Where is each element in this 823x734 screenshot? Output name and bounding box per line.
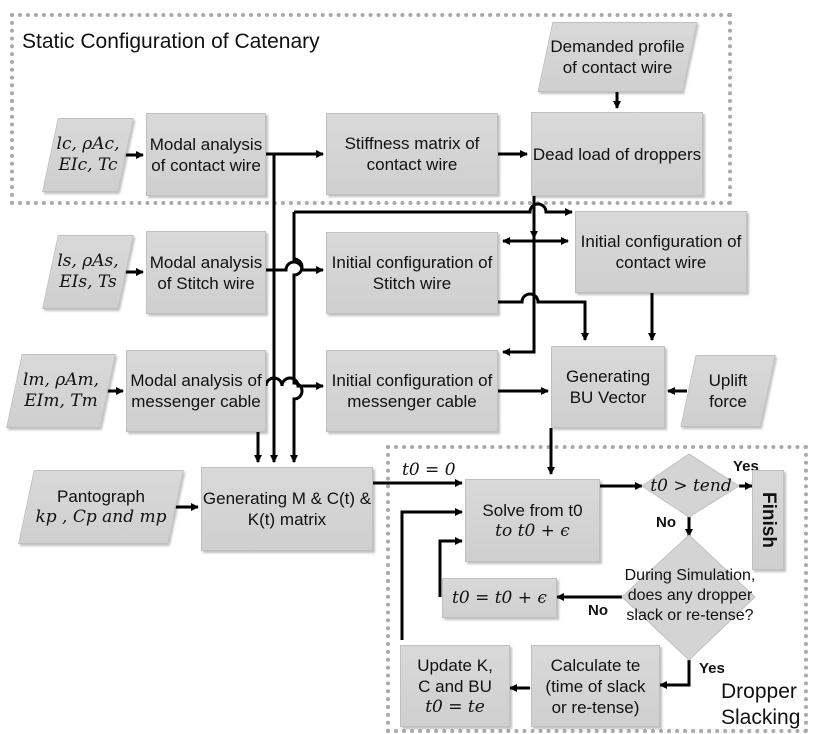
static-configuration-title: Static Configuration of Catenary	[22, 30, 320, 53]
dropper-slacking-region	[386, 445, 808, 733]
init-stitch-label: Initial configuration of Stitch wire	[331, 253, 493, 293]
pantograph-line1: Pantograph	[57, 487, 145, 506]
contact-params-line1: lc, ρAc,	[56, 134, 120, 154]
no-label-1: No	[656, 514, 676, 531]
dropper-slacking-title-line2: Slacking	[721, 706, 801, 729]
update-line1: Update K,	[417, 655, 493, 675]
no-label-2: No	[588, 602, 608, 619]
update-kcbu-box: Update K, C and BU t0 = te	[400, 645, 510, 727]
stiffness-label: Stiffness matrix of contact wire	[344, 134, 480, 174]
messenger-params-line1: lm, ρAm,	[22, 370, 100, 390]
messenger-params-line2: EIm, Tm	[24, 391, 98, 411]
modal-analysis-messenger-box: Modal analysis of messenger cable	[126, 350, 266, 432]
time-step-box: t0 = t0 + ϵ	[442, 578, 557, 618]
time-step-label: t0 = t0 + ϵ	[452, 587, 547, 608]
init-config-messenger-box: Initial configuration of messenger cable	[326, 350, 498, 432]
uplift-force-label: Uplift force	[708, 371, 748, 411]
modal-contact-label: Modal analysis of contact wire	[149, 134, 263, 175]
contact-params-line2: EIc, Tc	[58, 155, 118, 175]
t0-init-label: t0 = 0	[402, 460, 456, 480]
update-line2: C and BU	[418, 676, 492, 696]
modal-stitch-label: Modal analysis of Stitch wire	[149, 252, 263, 293]
stitch-params-line1: ls, ρAs,	[57, 251, 119, 271]
dead-load-label: Dead load of droppers	[532, 144, 702, 164]
modal-analysis-contact-box: Modal analysis of contact wire	[146, 113, 266, 196]
finish-box: Finish	[752, 470, 784, 570]
finish-label: Finish	[758, 492, 779, 548]
solve-line2: to t0 + ϵ	[495, 520, 570, 541]
generating-bu-vector-box: Generating BU Vector	[551, 346, 665, 428]
yes-label-2: Yes	[699, 660, 725, 677]
slack-question-label: During Simulation, does any dropper slac…	[624, 567, 756, 624]
messenger-cable-params-input: lm, ρAm, EIm, Tm	[6, 354, 116, 428]
modal-messenger-label: Modal analysis of messenger cable	[130, 371, 262, 411]
update-line3: t0 = te	[425, 696, 485, 717]
init-contact-label: Initial configuration of contact wire	[580, 232, 742, 272]
solve-box: Solve from t0 to t0 + ϵ	[465, 479, 600, 562]
pantograph-params-input: Pantograph kp , Cp and mp	[18, 470, 184, 544]
calc-line1: Calculate te	[550, 655, 641, 675]
modal-analysis-stitch-box: Modal analysis of Stitch wire	[146, 231, 266, 314]
gen-bu-label: Generating BU Vector	[565, 367, 651, 407]
generating-matrix-box: Generating M & C(t) & K(t) matrix	[201, 467, 373, 551]
init-config-contact-box: Initial configuration of contact wire	[575, 211, 747, 293]
demanded-profile-input: Demanded profile of contact wire	[537, 22, 698, 92]
t-end-label: t0 > tend	[650, 475, 732, 496]
gen-matrix-label: Generating M & C(t) & K(t) matrix	[202, 489, 372, 529]
init-messenger-label: Initial configuration of messenger cable	[331, 371, 493, 411]
stiffness-matrix-box: Stiffness matrix of contact wire	[326, 113, 498, 195]
static-configuration-region	[10, 13, 732, 205]
demanded-profile-label: Demanded profile of contact wire	[550, 37, 685, 77]
t-end-decision: t0 > tend	[646, 474, 736, 498]
calc-line3: or re-tense)	[551, 697, 640, 717]
calculate-te-box: Calculate te (time of slack or re-tense)	[531, 645, 660, 727]
dropper-slacking-title-line1: Dropper	[721, 680, 797, 703]
solve-line1: Solve from t0	[482, 500, 583, 520]
calc-line2: (time of slack	[545, 676, 646, 696]
uplift-force-input: Uplift force	[680, 355, 776, 427]
stitch-wire-params-input: ls, ρAs, EIs, Ts	[42, 235, 134, 309]
init-config-stitch-box: Initial configuration of Stitch wire	[326, 232, 498, 314]
stitch-params-line2: EIs, Ts	[59, 272, 117, 292]
dropper-slack-decision: During Simulation, does any dropper slac…	[622, 553, 758, 639]
dead-load-box: Dead load of droppers	[531, 112, 703, 196]
pantograph-line2: kp , Cp and mp	[35, 507, 167, 527]
contact-wire-params-input: lc, ρAc, EIc, Tc	[42, 118, 134, 192]
